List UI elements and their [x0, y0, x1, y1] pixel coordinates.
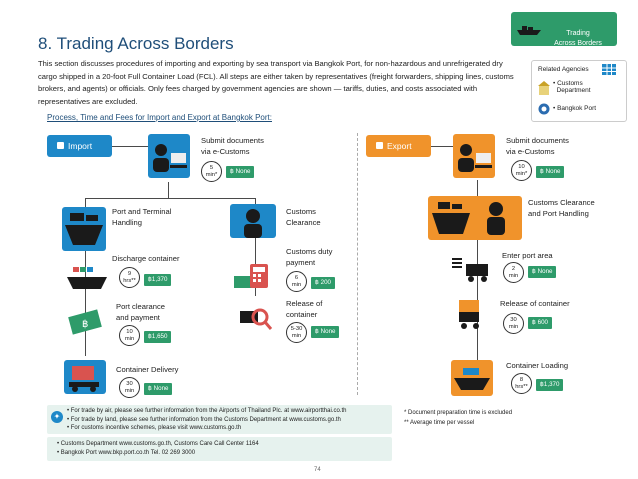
contact-port: • Bangkok Port www.bkp.port.co.th Tel. 0…: [57, 449, 196, 456]
related-item-port: • Bangkok Port: [553, 105, 597, 112]
connector: [477, 180, 479, 196]
import-customs-clearance-label: Customs Clearance: [286, 207, 321, 227]
trade-note-incentive: • For customs incentive schemes, please …: [67, 425, 242, 431]
customs-emblem-icon: [538, 81, 550, 95]
export-enter-port-label: Enter port area: [502, 251, 553, 260]
export-loading-time: 8 hrs**: [511, 373, 532, 394]
info-icon: ✦: [51, 411, 63, 423]
trade-notes: • For trade by air, please see further i…: [67, 407, 389, 433]
related-item-customs: • Customs Department: [553, 80, 591, 94]
import-release-time: 5-30 min: [286, 322, 307, 343]
import-submit-cost: ฿ None: [226, 166, 255, 178]
import-discharge-cost: ฿1,370: [144, 274, 172, 286]
loading-ship-icon: [451, 360, 493, 396]
import-pill: Import: [47, 135, 112, 157]
building-grid-icon: [602, 64, 616, 75]
import-export-divider: [357, 133, 358, 395]
export-release-label: Release of container: [500, 299, 570, 308]
contact-info-box: • Customs Department www.customs.go.th, …: [47, 437, 392, 461]
import-delivery-time: 30 min: [119, 377, 140, 398]
import-duty-time: 6 min: [286, 271, 307, 292]
cargo-ship-icon: [517, 26, 541, 35]
import-clearance-payment-cost: ฿1,650: [144, 331, 172, 343]
import-submit-time: 5 min*: [201, 161, 222, 182]
ship-officer-icon: [428, 196, 522, 240]
import-delivery-cost: ฿ None: [144, 383, 173, 395]
connector: [85, 248, 87, 356]
footnote-average-time: ** Average time per vessel: [404, 420, 475, 426]
export-pill: Export: [366, 135, 431, 157]
calculator-money-icon: [234, 264, 268, 288]
connector: [85, 198, 87, 208]
related-agencies-title: Related Agencies: [538, 66, 589, 73]
ship-port-icon: [62, 207, 106, 251]
import-discharge-time: 9 hrs**: [119, 267, 140, 288]
export-submit-cost: ฿ None: [536, 166, 565, 178]
trade-note-land: • For trade by land, please see further …: [67, 416, 341, 423]
export-loading-label: Container Loading: [506, 361, 569, 370]
export-label: Export: [387, 141, 412, 151]
import-clearance-payment-time: 10 min: [119, 325, 140, 346]
export-submit-time: 10 min*: [511, 160, 532, 181]
import-release-label: Release of container: [286, 299, 323, 319]
page-number: 74: [314, 467, 321, 473]
export-release-time: 30 min: [503, 313, 524, 334]
export-enter-port-cost: ฿ None: [528, 266, 557, 278]
customs-officer-icon: [230, 204, 276, 238]
process-subheading: Process, Time and Fees for Import and Ex…: [47, 113, 272, 122]
import-duty-cost: ฿ 200: [311, 277, 335, 289]
export-submit-label: Submit documents via e-Customs: [506, 136, 569, 156]
contact-customs: • Customs Department www.customs.go.th, …: [57, 441, 259, 447]
import-label: Import: [68, 141, 93, 151]
money-bill-icon: ฿: [68, 309, 102, 335]
export-clearance-port-label: Customs Clearance and Port Handling: [528, 198, 595, 218]
intro-paragraph: This section discusses procedures of imp…: [38, 59, 514, 106]
connector: [431, 146, 453, 148]
export-enter-port-time: 2 min: [503, 262, 524, 283]
gate-truck-icon: [452, 258, 488, 282]
officer-computer-icon: [148, 134, 190, 178]
forklift-icon: [459, 300, 479, 329]
export-loading-cost: ฿1,370: [536, 379, 564, 391]
import-submit-label: Submit documents via e-Customs: [201, 136, 264, 156]
import-duty-label: Customs duty payment: [286, 247, 333, 267]
import-delivery-label: Container Delivery: [116, 365, 179, 374]
connector: [168, 182, 170, 198]
officer-computer-icon-export: [453, 134, 495, 178]
connector: [112, 146, 148, 148]
port-logo-icon: [538, 103, 550, 115]
related-agencies-box: Related Agencies • Customs Department • …: [531, 60, 627, 122]
footnote-document-prep: * Document preparation time is excluded: [404, 410, 513, 416]
container-magnifier-icon: [240, 308, 273, 330]
import-release-cost: ฿ None: [311, 326, 340, 338]
import-clearance-payment-label: Port clearance and payment: [116, 302, 165, 322]
trade-note-air: • For trade by air, please see further i…: [67, 408, 347, 414]
svg-text:฿: ฿: [82, 319, 88, 330]
export-release-cost: ฿ 600: [528, 317, 552, 329]
truck-container-icon: [64, 360, 106, 394]
connector: [255, 198, 257, 208]
connector: [85, 198, 255, 200]
contact-notes: • Customs Department www.customs.go.th, …: [57, 440, 387, 457]
section-tag-label: Trading Across Borders: [554, 30, 602, 47]
import-port-handling-label: Port and Terminal Handling: [112, 207, 172, 227]
page-title: 8. Trading Across Borders: [38, 34, 234, 53]
trade-info-box: ✦ • For trade by air, please see further…: [47, 405, 392, 434]
import-discharge-label: Discharge container: [112, 254, 180, 263]
crane-ship-icon: [67, 267, 107, 289]
